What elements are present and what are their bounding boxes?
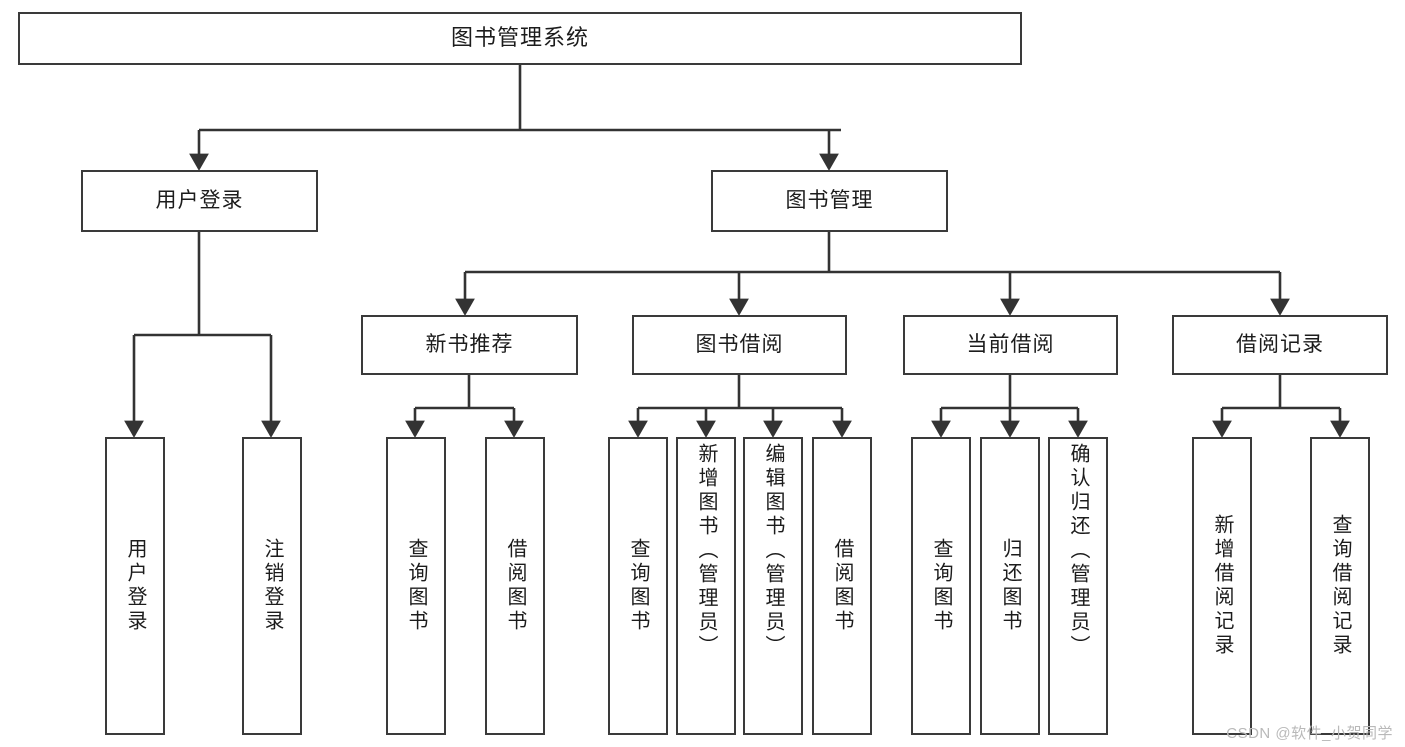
leaf-label: 新增图书（管理员） [695, 443, 717, 659]
leaf-borrow-borrow-book[interactable]: 借阅图书 [812, 437, 872, 735]
node-label: 借阅记录 [1236, 333, 1324, 357]
node-book-management[interactable]: 图书管理 [711, 170, 948, 232]
leaf-borrow-add-book-admin[interactable]: 新增图书（管理员） [676, 437, 736, 735]
leaf-label: 确认归还（管理员） [1067, 443, 1089, 659]
leaf-label: 查询图书 [627, 538, 649, 634]
node-current-borrow[interactable]: 当前借阅 [903, 315, 1118, 375]
leaf-current-return-book[interactable]: 归还图书 [980, 437, 1040, 735]
leaf-current-query-book[interactable]: 查询图书 [911, 437, 971, 735]
csdn-watermark: CSDN @软件_小贺同学 [1226, 725, 1393, 742]
leaf-label: 借阅图书 [831, 538, 853, 634]
leaf-records-query-record[interactable]: 查询借阅记录 [1310, 437, 1370, 735]
leaf-label: 注销登录 [261, 538, 283, 634]
node-user-login[interactable]: 用户登录 [81, 170, 318, 232]
node-label: 新书推荐 [425, 333, 514, 357]
leaf-label: 查询图书 [930, 538, 952, 634]
node-label: 当前借阅 [966, 333, 1055, 357]
leaf-label: 查询图书 [405, 538, 427, 634]
leaf-borrow-edit-book-admin[interactable]: 编辑图书（管理员） [743, 437, 803, 735]
node-borrow-records[interactable]: 借阅记录 [1172, 315, 1388, 375]
leaf-current-confirm-return-admin[interactable]: 确认归还（管理员） [1048, 437, 1108, 735]
leaf-label: 用户登录 [124, 538, 146, 634]
node-root-system[interactable]: 图书管理系统 [18, 12, 1022, 65]
node-label: 图书借阅 [695, 333, 784, 357]
node-label: 图书管理 [785, 189, 874, 213]
leaf-recommend-borrow-book[interactable]: 借阅图书 [485, 437, 545, 735]
node-label: 用户登录 [155, 189, 244, 213]
leaf-recommend-query-book[interactable]: 查询图书 [386, 437, 446, 735]
leaf-user-login-signout[interactable]: 注销登录 [242, 437, 302, 735]
node-label: 图书管理系统 [450, 25, 589, 51]
leaf-borrow-query-book[interactable]: 查询图书 [608, 437, 668, 735]
leaf-label: 借阅图书 [504, 538, 526, 634]
leaf-label: 归还图书 [999, 538, 1021, 634]
leaf-label: 查询借阅记录 [1329, 514, 1351, 658]
node-book-borrow[interactable]: 图书借阅 [632, 315, 847, 375]
leaf-user-login-signin[interactable]: 用户登录 [105, 437, 165, 735]
leaf-label: 新增借阅记录 [1211, 514, 1233, 658]
node-new-book-recommend[interactable]: 新书推荐 [361, 315, 578, 375]
leaf-label: 编辑图书（管理员） [762, 443, 784, 659]
leaf-records-add-record[interactable]: 新增借阅记录 [1192, 437, 1252, 735]
